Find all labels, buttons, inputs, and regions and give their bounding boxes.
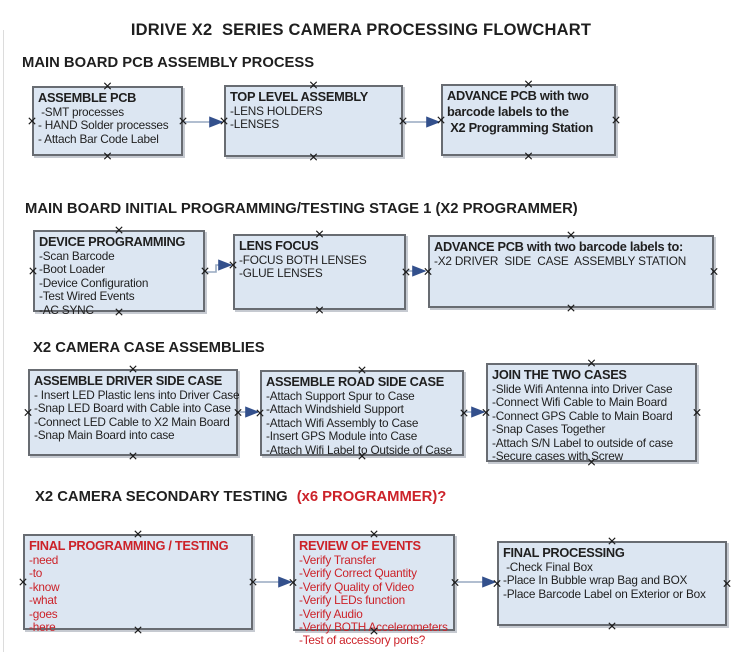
box-assemble-pcb[interactable]: ASSEMBLE PCB -SMT processes- HAND Solder… <box>32 86 183 156</box>
box-title: ADVANCE PCB with two barcode labels to t… <box>447 88 593 135</box>
box-item: -Place Barcode Label on Exterior or Box <box>503 586 706 601</box>
section-heading-secondary-testing: X2 CAMERA SECONDARY TESTING (x6 PROGRAMME… <box>35 489 446 505</box>
box-final-programming-testing[interactable]: FINAL PROGRAMMING / TESTING -need-to-kno… <box>23 534 253 634</box>
box-title: FINAL PROGRAMMING / TESTING <box>29 538 229 553</box>
box-title: TOP LEVEL ASSEMBLY <box>230 89 369 104</box>
box-item: -FOCUS BOTH LENSES <box>239 253 367 267</box>
box-advance-pcb-driver-side-station[interactable]: ADVANCE PCB with two barcode labels to: … <box>428 235 714 308</box>
box-item: -Snap LED Board with Cable into Case <box>34 401 231 416</box>
box-item: -need <box>29 553 59 567</box>
box-item: -Scan Barcode <box>39 249 115 263</box>
box-items: -LENS HOLDERS-LENSES <box>230 104 401 132</box>
box-items: -Check Final Box-Place In Bubble wrap Ba… <box>503 560 725 601</box>
box-item: -Slide Wifi Antenna into Driver Case <box>492 382 673 396</box>
box-items: -X2 DRIVER SIDE CASE ASSEMBLY STATION <box>434 254 712 268</box>
box-review-of-events[interactable]: REVIEW OF EVENTS -Verify Transfer-Verify… <box>293 534 455 647</box>
box-item: -Verify BOTH Accelerometers <box>299 620 448 635</box>
box-title: ASSEMBLE DRIVER SIDE CASE <box>34 373 223 388</box>
box-items: -Scan Barcode-Boot Loader-Device Configu… <box>39 249 203 317</box>
heading-text: MAIN BOARD INITIAL PROGRAMMING/TESTING S… <box>25 201 578 217</box>
box-item: -AC SYNC <box>39 302 94 317</box>
box-device-programming[interactable]: DEVICE PROGRAMMING -Scan Barcode-Boot Lo… <box>33 230 205 317</box>
box-items: -SMT processes- HAND Solder processes- A… <box>38 105 181 146</box>
box-items: -FOCUS BOTH LENSES-GLUE LENSES <box>239 253 404 281</box>
box-item: - HAND Solder processes <box>38 118 169 133</box>
box-item: -to <box>29 566 43 581</box>
box-item: -Verify Quality of Video <box>299 579 414 594</box>
heading-text: X2 CAMERA SECONDARY TESTING <box>35 489 288 505</box>
box-title: FINAL PROCESSING <box>503 545 625 560</box>
box-item: -X2 DRIVER SIDE CASE ASSEMBLY STATION <box>434 254 687 268</box>
box-item: -Attach S/N Label to outside of case <box>492 435 674 450</box>
box-item: -Connect LED Cable to X2 Main Board <box>34 414 230 429</box>
box-item: -Verify Transfer <box>299 553 376 567</box>
box-item: -Secure cases with Screw <box>492 449 623 464</box>
box-title: JOIN THE TWO CASES <box>492 367 627 382</box>
box-item: -know <box>29 579 60 594</box>
box-item: -Attach Windshield Support <box>266 402 404 417</box>
box-item: -GLUE LENSES <box>239 266 323 281</box>
box-title: ASSEMBLE ROAD SIDE CASE <box>266 374 444 389</box>
box-item: -Verify Audio <box>299 606 363 621</box>
box-item: -SMT processes <box>38 105 124 119</box>
box-items: -Verify Transfer-Verify Correct Quantity… <box>299 553 453 648</box>
box-items: -Slide Wifi Antenna into Driver Case-Con… <box>492 382 695 464</box>
section-heading-initial-programming: MAIN BOARD INITIAL PROGRAMMING/TESTING S… <box>25 201 587 217</box>
box-item: - Attach Bar Code Label <box>38 131 159 146</box>
box-item: -Test of accessory ports? <box>299 633 426 648</box>
box-item: -Attach Support Spur to Case <box>266 389 415 403</box>
box-item: -Boot Loader <box>39 262 105 277</box>
box-item: -Attach Wifi Assembly to Case <box>266 415 419 430</box>
box-advance-pcb-programming-station[interactable]: ADVANCE PCB with two barcode labels to t… <box>441 84 616 156</box>
box-title: REVIEW OF EVENTS <box>299 538 421 553</box>
page-title: IDRIVE X2 SERIES CAMERA PROCESSING FLOWC… <box>130 21 592 39</box>
box-title: LENS FOCUS <box>239 238 319 253</box>
section-heading-pcb-assembly: MAIN BOARD PCB ASSEMBLY PROCESS <box>22 55 323 71</box>
box-item: -Device Configuration <box>39 275 149 290</box>
heading-text: MAIN BOARD PCB ASSEMBLY PROCESS <box>22 55 315 71</box>
box-item: -Snap Cases Together <box>492 422 606 437</box>
heading-text: X2 CAMERA CASE ASSEMBLIES <box>33 340 265 356</box>
box-item: -Connect GPS Cable to Main Board <box>492 408 673 423</box>
box-item: -Insert GPS Module into Case <box>266 429 418 444</box>
box-item: -Place In Bubble wrap Bag and BOX <box>503 573 688 588</box>
box-item: -Verify LEDs function <box>299 593 405 608</box>
box-items: - Insert LED Plastic lens into Driver Ca… <box>34 388 240 443</box>
section-heading-case-assemblies: X2 CAMERA CASE ASSEMBLIES <box>33 340 274 356</box>
box-item: -goes <box>29 606 58 621</box>
box-item: -here <box>29 620 56 635</box>
box-top-level-assembly[interactable]: TOP LEVEL ASSEMBLY -LENS HOLDERS-LENSES <box>224 85 403 157</box>
connector-arrow[interactable] <box>205 259 233 273</box>
box-item: -Attach Wifi Label to Outside of Case <box>266 442 453 457</box>
box-item: -what <box>29 593 57 608</box>
box-assemble-driver-side-case[interactable]: ASSEMBLE DRIVER SIDE CASE - Insert LED P… <box>28 369 240 456</box>
box-title: ADVANCE PCB with two barcode labels to: <box>434 239 683 254</box>
box-join-the-two-cases[interactable]: JOIN THE TWO CASES -Slide Wifi Antenna i… <box>486 363 697 464</box>
box-item: - Insert LED Plastic lens into Driver Ca… <box>34 388 240 402</box>
box-title: DEVICE PROGRAMMING <box>39 234 186 249</box>
box-item: -Check Final Box <box>503 560 593 574</box>
box-item: -LENSES <box>230 117 280 132</box>
heading-suffix: (x6 PROGRAMMER)? <box>296 489 447 505</box>
box-title: ASSEMBLE PCB <box>38 90 137 105</box>
box-assemble-road-side-case[interactable]: ASSEMBLE ROAD SIDE CASE -Attach Support … <box>260 370 464 457</box>
box-item: -Connect Wifi Cable to Main Board <box>492 395 668 410</box>
box-final-processing[interactable]: FINAL PROCESSING -Check Final Box-Place … <box>497 541 727 626</box>
box-item: -LENS HOLDERS <box>230 104 323 118</box>
box-item: -Verify Correct Quantity <box>299 566 417 581</box>
box-items: -need-to-know-what-goes-here <box>29 553 251 635</box>
box-item: -Snap Main Board into case <box>34 428 175 443</box>
box-lens-focus[interactable]: LENS FOCUS -FOCUS BOTH LENSES-GLUE LENSE… <box>233 234 406 310</box>
box-item: -Test Wired Events <box>39 289 135 304</box>
canvas-edge-line <box>3 30 4 652</box>
box-items: -Attach Support Spur to Case-Attach Wind… <box>266 389 462 457</box>
